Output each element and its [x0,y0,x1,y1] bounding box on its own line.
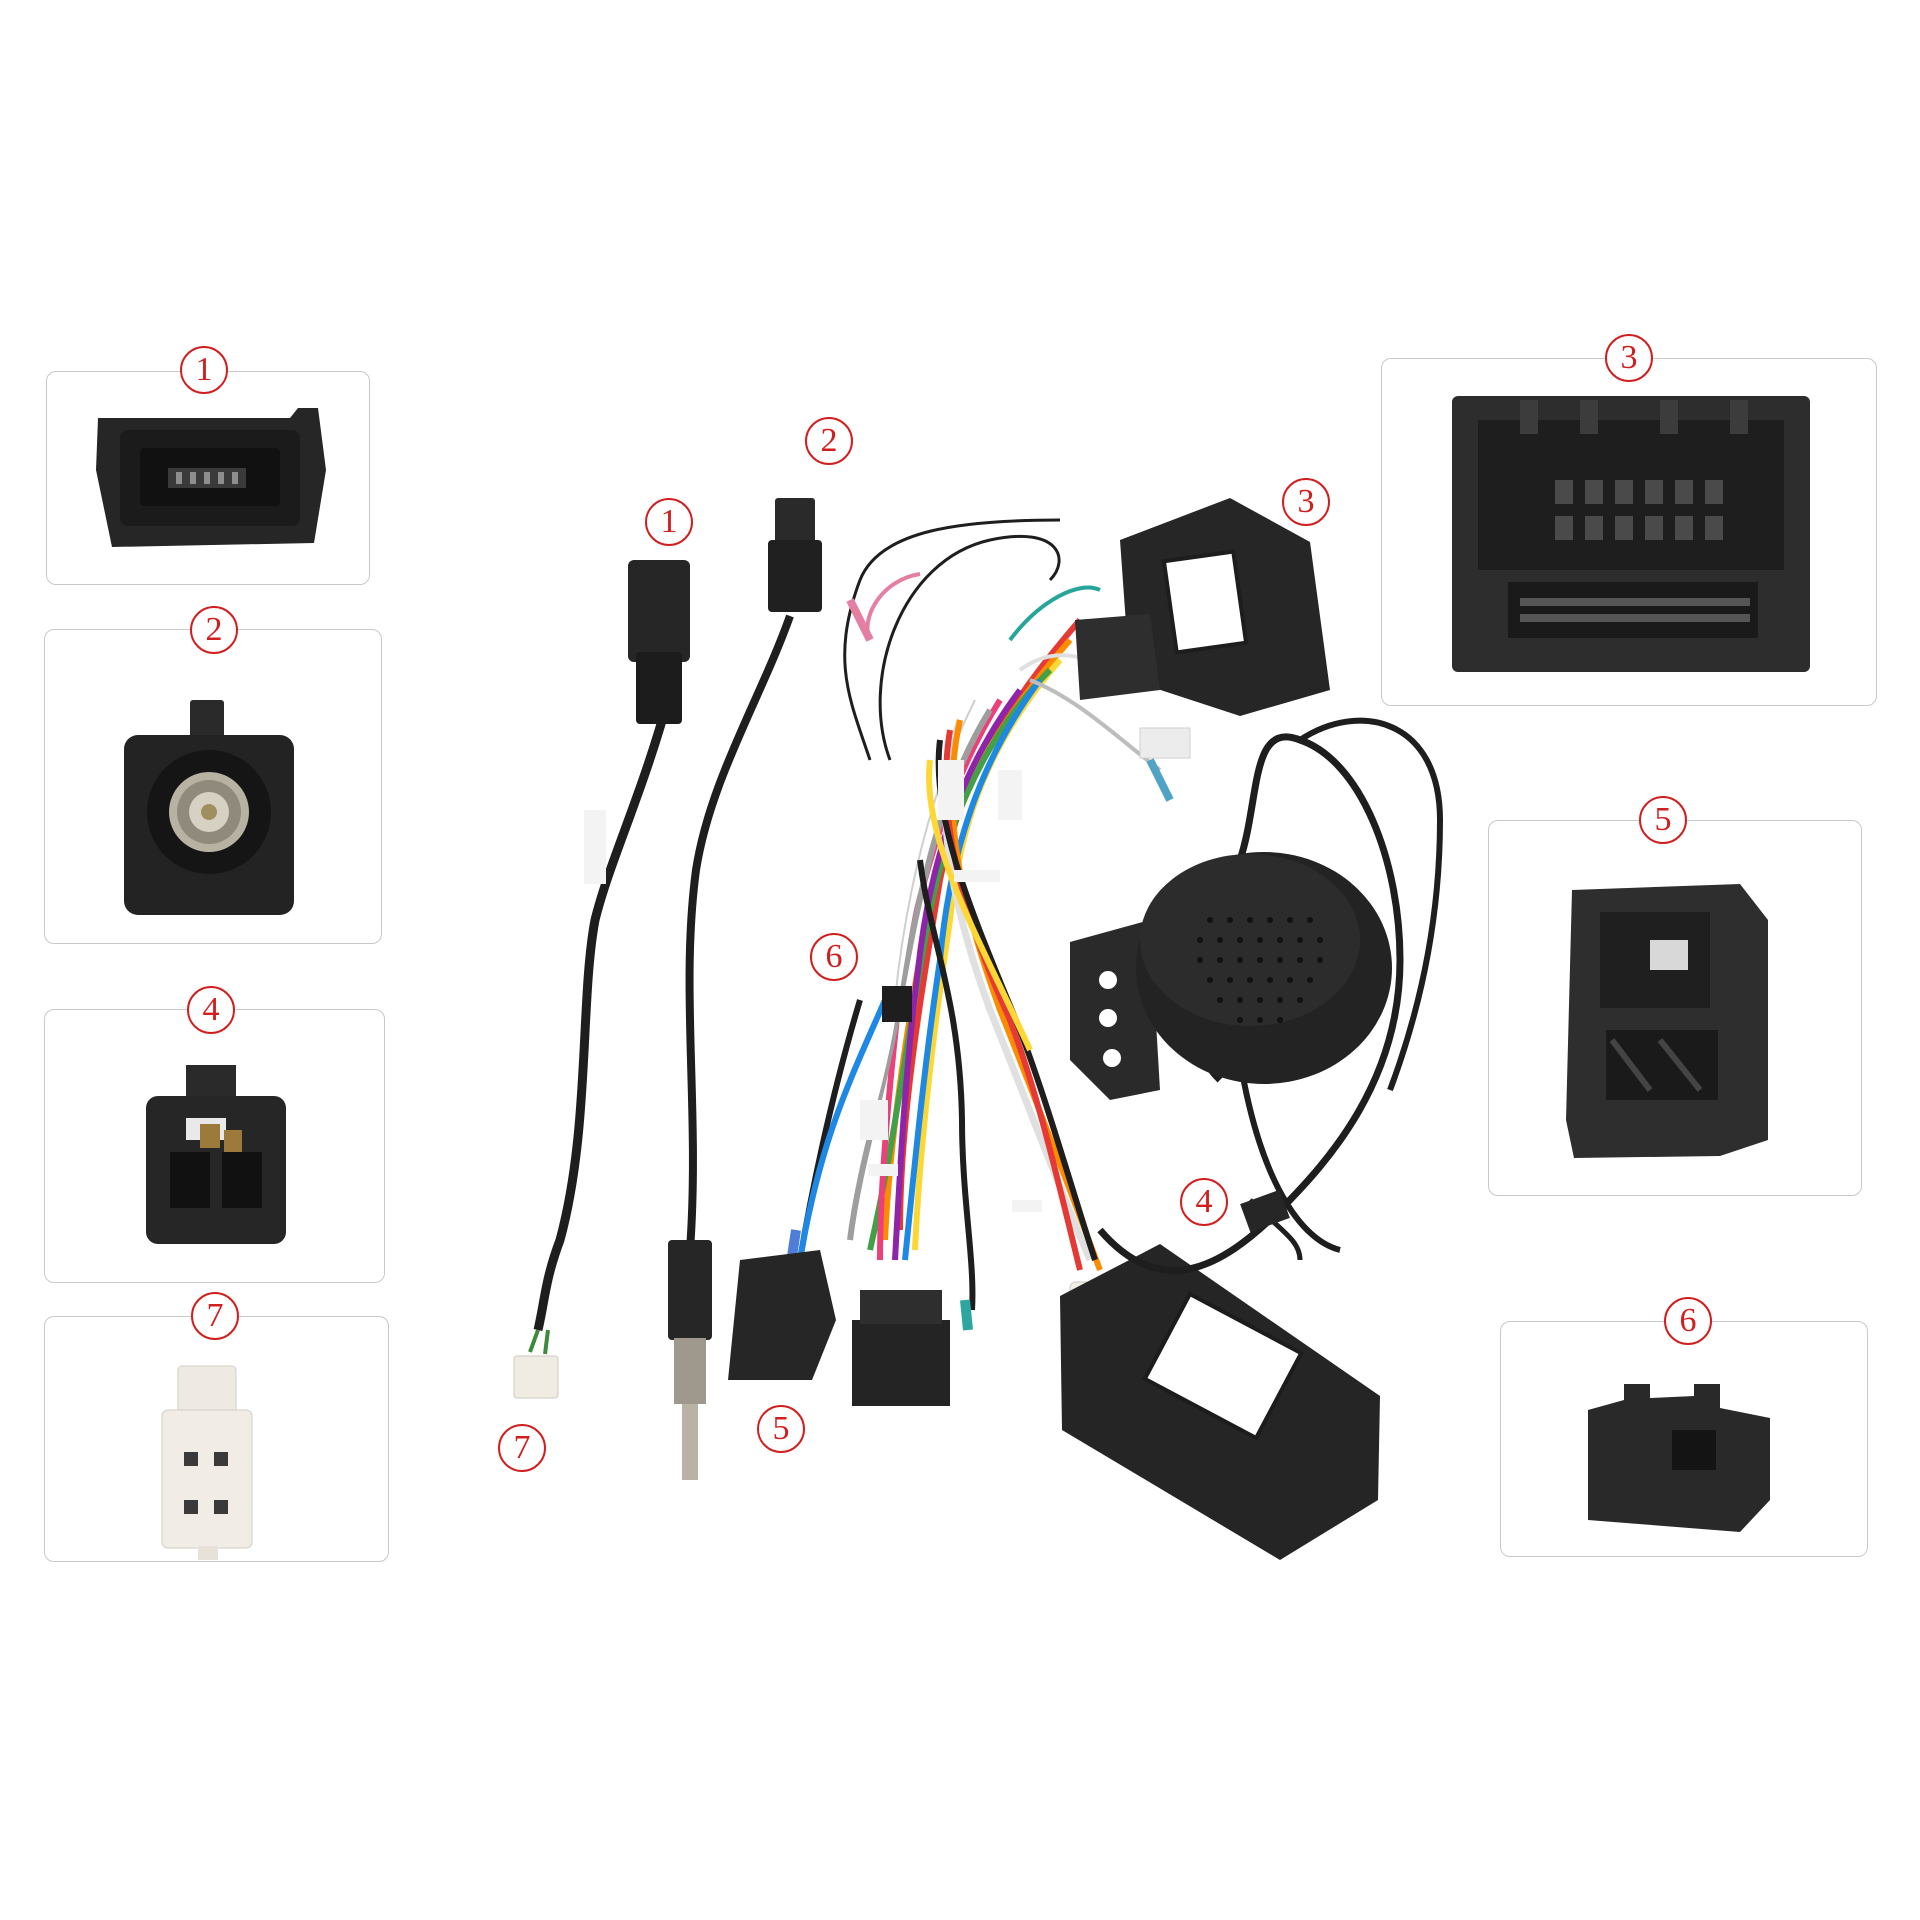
multi-pin-harness-connector-icon [1452,396,1810,672]
four-pin-white-connector-icon [161,1365,253,1560]
harness-7-number: 7 [498,1424,546,1472]
coaxial-antenna-socket-icon [124,700,294,915]
harness-5-number: 5 [757,1405,805,1453]
harness-1-number: 1 [645,498,693,546]
harness-3-number: 3 [1282,478,1330,526]
harness-2-number: 2 [805,417,853,465]
wiring-harness-icon [513,498,1380,1560]
harness-6-number: 6 [810,933,858,981]
small-rect-connector-icon [1588,1384,1770,1532]
panel-1-number: 1 [180,346,228,394]
panel-7-number: 7 [191,1292,239,1340]
panel-6-number: 6 [1664,1297,1712,1345]
panel-3-number: 3 [1605,334,1653,382]
mini-usb-female-connector-icon [96,408,326,547]
two-pin-connector-icon [146,1065,286,1244]
panel-4-number: 4 [187,986,235,1034]
panel-5-number: 5 [1639,796,1687,844]
round-microphone-speaker-icon [1070,717,1444,1274]
harness-connector-block-icon [1566,884,1768,1158]
harness-4-number: 4 [1180,1178,1228,1226]
panel-2-number: 2 [190,606,238,654]
